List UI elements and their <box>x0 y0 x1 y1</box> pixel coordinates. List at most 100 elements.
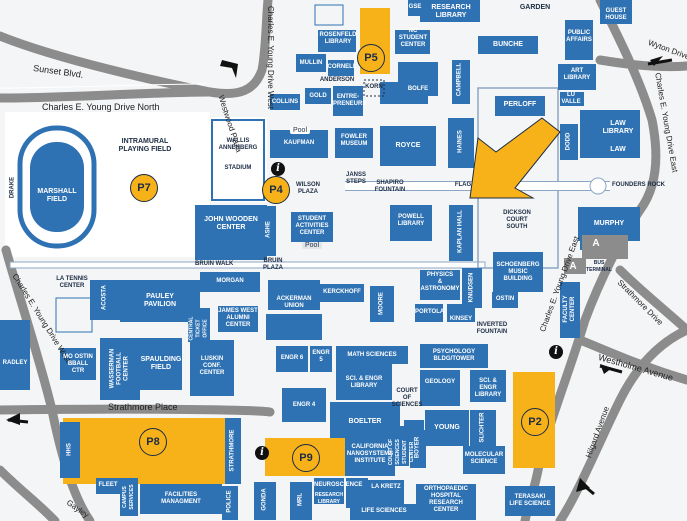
bldg-law[interactable]: LAW <box>610 146 626 153</box>
bldg-neuroscience[interactable]: NEUROSCIENCE <box>314 482 363 488</box>
road-label-cey-north: Charles E. Young Drive North <box>42 102 160 112</box>
bldg-kaufman[interactable]: KAUFMAN <box>283 140 315 146</box>
bldg-royce[interactable]: ROYCE <box>395 142 421 149</box>
bldg-student-activities[interactable]: STUDENT ACTIVITIES CENTER <box>295 216 329 236</box>
bldg-orthopaedic[interactable]: ORTHOPAEDIC HOSPITAL RESEARCH CENTER <box>424 486 468 513</box>
bldg-campus-services[interactable]: CAMPUS SERVICES <box>122 484 135 510</box>
bldg-luskin[interactable]: LUSKIN CONF. CENTER <box>199 356 225 376</box>
parking-badge-p2[interactable]: P2 <box>521 408 549 436</box>
bldg-schoenberg[interactable]: SCHOENBERG MUSIC BUILDING <box>496 262 540 282</box>
parking-badge-p7[interactable]: P7 <box>130 174 158 202</box>
bldg-nc-student[interactable]: NC STUDENT CENTER <box>398 28 428 48</box>
bldg-collins[interactable]: COLLINS <box>271 99 299 105</box>
label-marshall-field[interactable]: MARSHALL FIELD <box>37 188 77 203</box>
bldg-facilities[interactable]: FACILITIES MANAGMENT <box>161 492 201 505</box>
parking-badge-p9[interactable]: P9 <box>292 444 320 472</box>
bldg-life-sciences[interactable]: LIFE SCIENCES <box>361 508 407 514</box>
bldg-fowler[interactable]: FOWLER MUSEUM <box>340 134 368 147</box>
bldg-kaplan[interactable]: KAPLAN HALL <box>457 210 464 253</box>
bldg-engr5[interactable]: ENGR 5 <box>312 350 330 363</box>
bldg-la-kretz[interactable]: LA KRETZ <box>371 484 401 490</box>
bldg-ashe[interactable]: ASHE <box>265 221 272 238</box>
bldg-morgan[interactable]: MORGAN <box>216 278 244 284</box>
bldg-sci-engr-right[interactable]: SCI. & ENGR LIBRARY <box>474 378 502 398</box>
bldg-james-west[interactable]: JAMES WEST ALUMNI CENTER <box>218 308 258 328</box>
bldg-sci-engr-left[interactable]: SCI. & ENGR LIBRARY <box>345 376 383 389</box>
bldg-perloff[interactable]: PERLOFF <box>503 101 537 108</box>
bldg-bunche[interactable]: BUNCHE <box>493 41 523 48</box>
bldg-cnsi[interactable]: CALIFORNIA NANOSYSTEMS INSTITUTE <box>346 444 394 464</box>
bldg-court-sci-student[interactable]: COURT OF SCIENCES STUDENT CENTER <box>388 438 415 466</box>
bldg-engr4[interactable]: ENGR 4 <box>292 402 316 408</box>
bldg-kinsey[interactable]: KINSEY <box>449 316 473 322</box>
info-icon-stadium[interactable]: i <box>271 162 285 176</box>
bldg-central-ticket[interactable]: CENTRAL TICKET OFFICE <box>188 316 209 341</box>
bldg-wasserman[interactable]: WASSERMAN FOOTBALL CENTER <box>109 348 130 389</box>
bldg-anderson: ANDERSON <box>319 77 355 83</box>
bldg-mo-ostin[interactable]: MO OSTIN BBALL CTR <box>63 354 93 374</box>
bldg-hhs[interactable]: HHS <box>66 443 73 456</box>
bldg-campbell[interactable]: CAMPBELL <box>456 62 463 97</box>
parking-badge-p4[interactable]: P4 <box>262 176 290 204</box>
bldg-geology[interactable]: GEOLOGY <box>424 379 456 385</box>
bldg-ackerman[interactable]: ACKERMAN UNION <box>276 296 312 309</box>
bldg-knudsen[interactable]: KNUDSEN <box>468 272 475 303</box>
terminal-badge-a-top[interactable]: A <box>592 238 600 249</box>
bldg-pauley[interactable]: PAULEY PAVILION <box>143 293 177 308</box>
bldg-kerckhoff[interactable]: KERCKHOFF <box>323 289 361 295</box>
bldg-young[interactable]: YOUNG <box>434 424 460 431</box>
terminal-badge-a-bottom[interactable]: A <box>569 261 577 272</box>
bldg-molecular[interactable]: MOLECULAR SCIENCE <box>464 452 504 465</box>
bldg-guest-house[interactable]: GUEST HOUSE <box>605 8 627 21</box>
bldg-lu-valle[interactable]: LU VALLE <box>561 92 581 105</box>
bldg-terasaki[interactable]: TERASAKI LIFE SCIENCE <box>509 494 551 507</box>
bldg-boelter[interactable]: BOELTER <box>348 418 382 425</box>
bldg-art-library[interactable]: ART LIBRARY <box>563 68 591 81</box>
bldg-spaulding[interactable]: SPAULDING FIELD <box>140 356 182 371</box>
bldg-strathmore[interactable]: STRATHMORE <box>229 429 236 472</box>
bldg-gonda[interactable]: GONDA <box>261 488 268 511</box>
bldg-stadium[interactable]: STADIUM <box>224 165 252 171</box>
bldg-haines[interactable]: HAINES <box>457 130 464 153</box>
bldg-gse[interactable]: GSE <box>408 4 422 10</box>
bldg-cornell[interactable]: CORNELL <box>327 64 357 70</box>
parking-badge-p8[interactable]: P8 <box>139 428 167 456</box>
bldg-moore[interactable]: MOORE <box>378 292 385 315</box>
bldg-bolfe[interactable]: BOLFE <box>407 86 429 92</box>
bldg-radley[interactable]: RADLEY <box>2 360 28 366</box>
bldg-boyer[interactable]: BOYER <box>414 436 421 459</box>
founders-rock-circle <box>589 177 607 195</box>
bldg-slichter[interactable]: SLICHTER <box>479 412 486 443</box>
bldg-math-sciences[interactable]: MATH SCIENCES <box>347 352 397 358</box>
bldg-rosenfeld[interactable]: ROSENFELD LIBRARY <box>319 32 357 45</box>
bldg-fleet[interactable]: FLEET <box>98 482 118 488</box>
bldg-public-affairs[interactable]: PUBLIC AFFAIRS <box>566 30 592 43</box>
bldg-research-library[interactable]: RESEARCH LIBRARY <box>431 4 471 19</box>
bldg-gold[interactable]: GOLD <box>309 93 327 99</box>
bldg-acosta[interactable]: ACOSTA <box>101 285 108 310</box>
bldg-ostin[interactable]: OSTIN <box>495 296 515 302</box>
parking-badge-p5[interactable]: P5 <box>357 44 385 72</box>
label-wilson-plaza: WILSON PLAZA <box>296 182 320 195</box>
bldg-dodd[interactable]: DODD <box>565 132 572 151</box>
bldg-engr6[interactable]: ENGR 6 <box>280 355 304 361</box>
bldg-murphy[interactable]: MURPHY <box>593 220 625 227</box>
bldg-wallis[interactable]: WALLIS ANNENBERG <box>218 138 258 151</box>
bldg-powell[interactable]: POWELL LIBRARY <box>397 214 425 227</box>
bldg-entrepreneurs[interactable]: ENTRE- PRENEURS <box>333 94 367 107</box>
bldg-portola[interactable]: PORTOLA <box>415 309 445 315</box>
track-field <box>30 142 84 232</box>
bldg-research-library-2[interactable]: RESEARCH LIBRARY <box>314 492 344 505</box>
bldg-mrl[interactable]: MRL <box>297 493 304 506</box>
info-icon-p9[interactable]: i <box>255 446 269 460</box>
bldg-faculty-center[interactable]: FACULTY CENTER <box>563 295 576 323</box>
bldg-john-wooden[interactable]: JOHN WOODEN CENTER <box>204 216 258 231</box>
info-icon-east[interactable]: i <box>549 345 563 359</box>
road-gayley-path <box>0 465 60 521</box>
bldg-psychology[interactable]: PSYCHOLOGY BLDG/TOWER <box>432 349 476 362</box>
bldg-physics[interactable]: PHYSICS & ASTRONOMY <box>420 272 460 292</box>
bldg-law-library[interactable]: LAW LIBRARY <box>602 120 634 135</box>
bldg-mullin[interactable]: MULLIN <box>299 60 323 66</box>
bldg-police[interactable]: POLICE <box>226 490 233 513</box>
